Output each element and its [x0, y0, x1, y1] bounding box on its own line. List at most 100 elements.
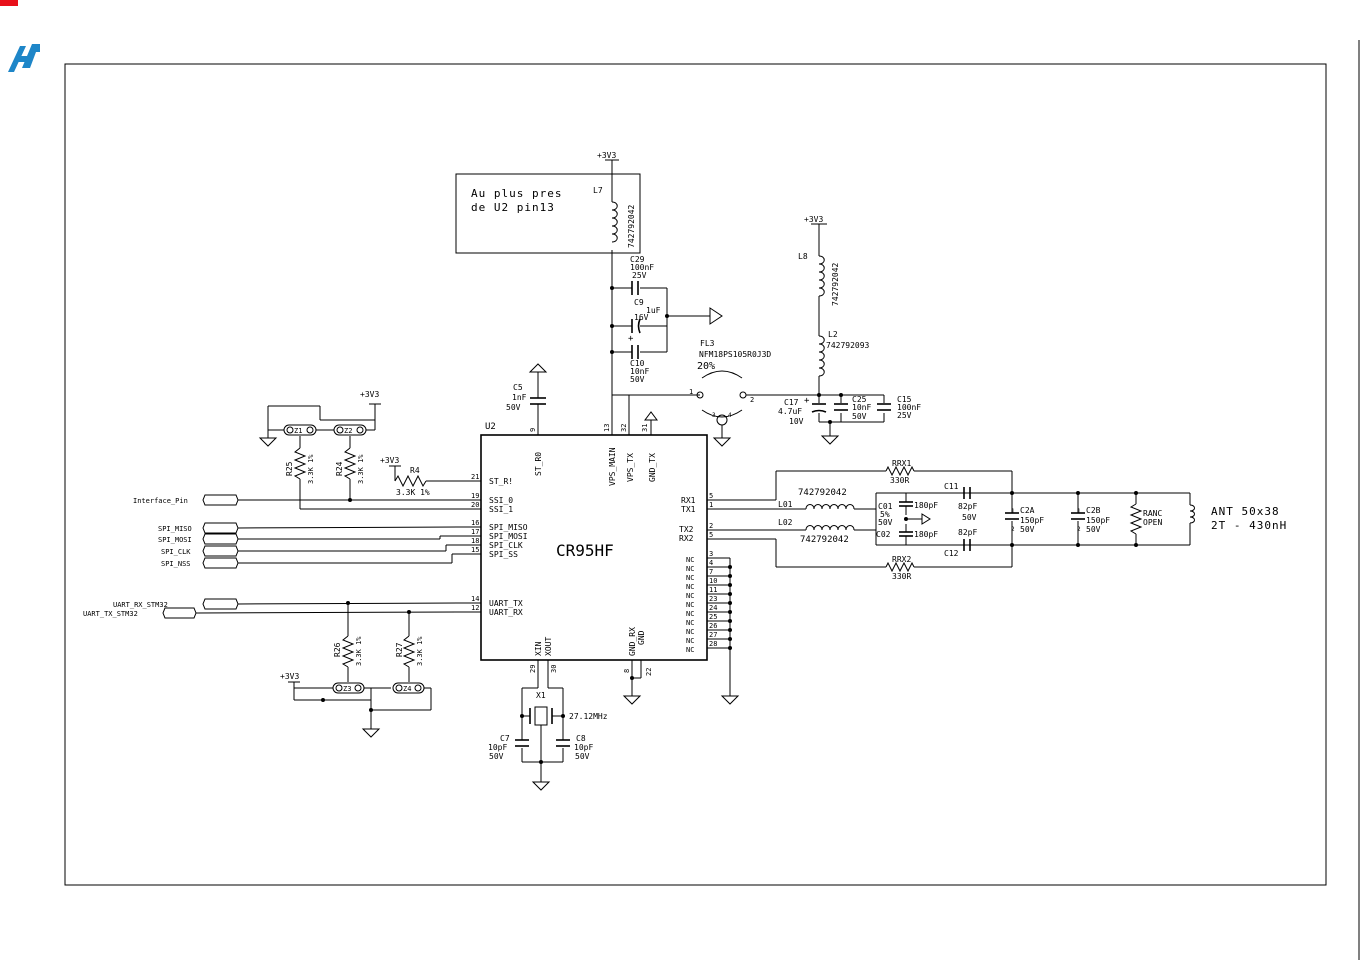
c2b-pin1: 1: [1077, 508, 1081, 515]
fl3-pin2: 2: [750, 396, 754, 404]
c10-voltage: 50V: [630, 375, 645, 384]
c2a-pin1: 1: [1011, 508, 1015, 515]
rf-matching-network: RRX1 330R RRX2 330R 742792042 L01 L02 74…: [730, 459, 1287, 581]
ic-top-pins: 9 ST_R0 13 VPS_MAIN 32 VPS_TX 31 GND_TX: [529, 250, 657, 486]
port-spi-clk: SPI_CLK: [161, 548, 191, 556]
c8-value: 10pF: [574, 743, 593, 752]
c9-voltage: 16V: [634, 313, 649, 322]
r26-ref: R26: [333, 642, 342, 657]
ic-left-pins: 21 ST_R! 19 SSI_0 20 SSI_1 16 SPI_MISO 1…: [458, 473, 528, 617]
pin-name: XIN: [534, 641, 543, 656]
fl3-tol: 20%: [697, 361, 715, 372]
svg-text:Z4: Z4: [403, 685, 411, 693]
uart-config-block: +3V3 Z3 Z4 R26 3.3K 1% R27 3.3K 1%: [280, 601, 432, 738]
pin-num: 31: [641, 424, 649, 432]
c29-voltage: 25V: [632, 271, 647, 280]
c7-ref: C7: [500, 734, 510, 743]
port-uart-rx: UART_RX_STM32: [113, 601, 168, 609]
pin-num: 9: [529, 428, 537, 432]
c15-ref: C15: [897, 395, 912, 404]
pin-num: 1: [709, 501, 713, 509]
r27-value: 3.3K 1%: [416, 636, 424, 666]
pin-num: 5: [709, 531, 713, 539]
antenna-line2: 2T - 430nH: [1211, 519, 1287, 532]
fl3-value: NFM18PS105R0J3D: [699, 350, 771, 359]
pin-name: UART_TX: [489, 599, 523, 608]
pin-num: 19: [471, 492, 479, 500]
power-label: +3V3: [280, 672, 299, 681]
pin-name: SPI_MOSI: [489, 532, 528, 541]
pin-name: SPI_MISO: [489, 523, 528, 532]
ic-name: CR95HF: [556, 541, 614, 560]
nc-pin-num: 3: [709, 550, 713, 558]
c9-value: 1uF: [646, 306, 661, 315]
l02-value: 742792042: [800, 535, 849, 545]
r27-ref: R27: [395, 642, 404, 657]
pin-name: XOUT: [544, 637, 553, 656]
polarity-mark: +: [628, 334, 634, 344]
c2b-pin2: 2: [1077, 526, 1081, 533]
ic-bottom-pins: 29 XIN 30 XOUT 8 GND_RX 22 GND: [529, 627, 653, 705]
c01-ref: C01: [878, 502, 893, 511]
power-label: +3V3: [360, 390, 379, 399]
l8-ref: L8: [798, 252, 808, 261]
c15-value: 100nF: [897, 403, 921, 412]
pin-num: 20: [471, 501, 479, 509]
ranc-ref: RANC: [1143, 509, 1162, 518]
pin-num: 30: [550, 665, 558, 673]
nc-label: NC: [686, 592, 694, 600]
pin-num: 2: [709, 522, 713, 530]
l7-ref: L7: [593, 186, 603, 195]
pin-num: 16: [471, 519, 479, 527]
c7-value: 10pF: [488, 743, 507, 752]
pin-name: VPS_MAIN: [608, 447, 617, 486]
r26-value: 3.3K 1%: [355, 636, 363, 666]
pin-name: ST_R!: [489, 477, 513, 486]
c11-value: 82pF: [958, 502, 977, 511]
c5-value: 1nF: [512, 393, 527, 402]
fl3-filter: FL3 NFM18PS105R0J3D 20% 1 2 3 4: [628, 339, 820, 447]
note-box: [455, 173, 641, 254]
nc-pin-num: 23: [709, 595, 717, 603]
c2a-ref: C2A: [1020, 506, 1035, 515]
l2-ref: L2: [828, 330, 838, 339]
c2b-value: 150pF: [1086, 516, 1110, 525]
c02-value: 180pF: [914, 530, 938, 539]
nc-pin-num: 10: [709, 577, 717, 585]
r4-value: 3.3K 1%: [396, 488, 430, 497]
port-interface: Interface_Pin: [133, 497, 188, 505]
antenna-line1: ANT 50x38: [1211, 505, 1280, 518]
ssi-config-block: +3V3 +3V3 Z1 Z2 R25 3.3K 1% R24 3.3K 1% …: [259, 390, 458, 510]
nc-label: NC: [686, 574, 694, 582]
c11-voltage: 50V: [962, 513, 977, 522]
crystal-block: X1 27.12MHz C7 10pF 50V C8 10pF 50V: [488, 687, 608, 791]
power-label: +3V3: [380, 456, 399, 465]
c01-value: 180pF: [914, 501, 938, 510]
svg-text:Z3: Z3: [343, 685, 351, 693]
sheet-border: [64, 63, 1327, 886]
pin-name: RX2: [679, 534, 694, 543]
nc-pin-num: 28: [709, 640, 717, 648]
c29-ref: C29: [630, 255, 645, 264]
port-spi-miso: SPI_MISO: [158, 525, 192, 533]
c17-ref: C17: [784, 398, 799, 407]
rrx1-value: 330R: [890, 476, 909, 485]
nc-label: NC: [686, 556, 694, 564]
fl3-ref: FL3: [700, 339, 715, 348]
l01-ref: L01: [778, 500, 793, 509]
port-uart-tx: UART_TX_STM32: [83, 610, 138, 618]
nc-label: NC: [686, 601, 694, 609]
nc-pin-num: 26: [709, 622, 717, 630]
fl3-pin1: 1: [689, 388, 693, 396]
c01-voltage: 50V: [878, 518, 893, 527]
pin-num: 22: [645, 668, 653, 676]
c02-ref: C02: [876, 530, 891, 539]
c25-value: 10nF: [852, 403, 871, 412]
ground-triangle-icon: [644, 411, 658, 421]
c5-ref: C5: [513, 383, 523, 392]
port-spi-nss: SPI_NSS: [161, 560, 191, 568]
rrx2-ref: RRX2: [892, 555, 911, 564]
pin-num: 14: [471, 595, 479, 603]
l02-ref: L02: [778, 518, 793, 527]
c5-voltage: 50V: [506, 403, 521, 412]
